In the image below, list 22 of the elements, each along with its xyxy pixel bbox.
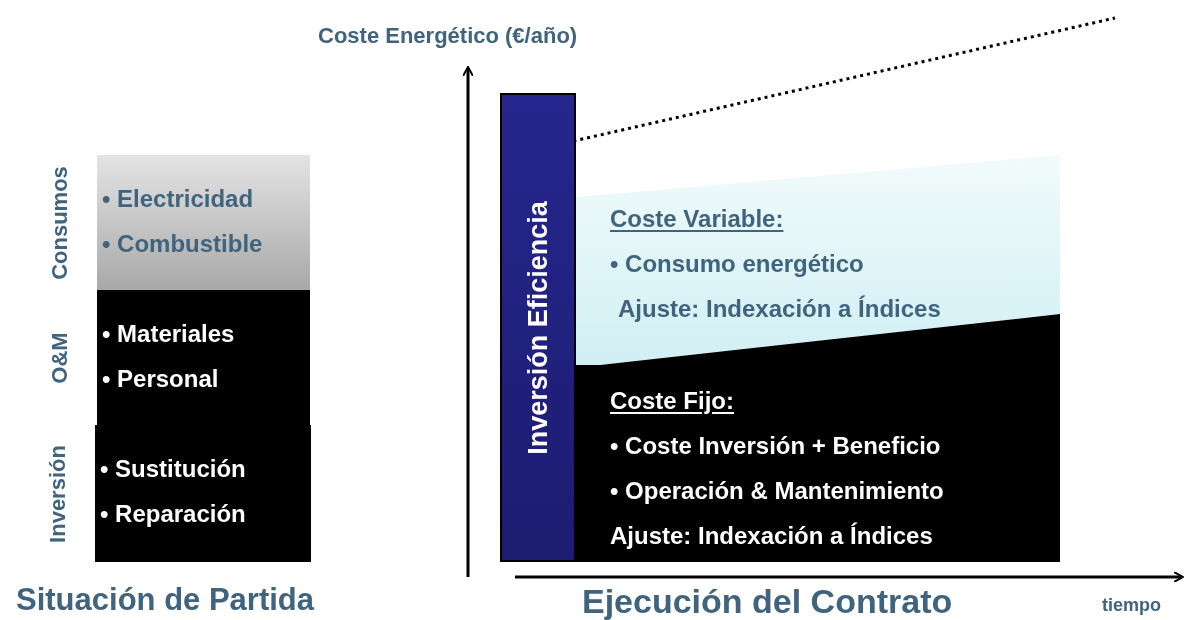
list-item: • Operación & Mantenimiento [610,476,944,506]
bar-label: Inversión Eficiencia [522,200,554,455]
bullet-item: • Electricidad [102,184,254,214]
axis-title: Coste Energético (€/año) [318,23,578,49]
side-label: Consumos [47,165,73,280]
list-item: • Consumo energético [610,249,864,279]
list-item: • Coste Inversión + Beneficio [610,431,941,461]
bullet-item: • Combustible [102,229,263,259]
bullet-item: • Materiales [102,319,235,349]
side-label: Inversión [45,444,71,543]
section-title: Situación de Partida [16,582,314,618]
section-title: Ejecución del Contrato [582,581,953,620]
list-item: Ajuste: Indexación a Índices [610,521,933,551]
side-label: O&M [47,331,73,384]
list-item: Ajuste: Indexación a Índices [618,294,941,324]
bullet-item: • Reparación [100,499,246,529]
heading: Coste Variable: [610,204,784,234]
bullet-item: • Personal [102,364,219,394]
investment-bar [500,93,576,562]
heading: Coste Fijo: [610,386,734,416]
axis-label: tiempo [1102,594,1161,616]
bullet-item: • Sustitución [100,454,246,484]
